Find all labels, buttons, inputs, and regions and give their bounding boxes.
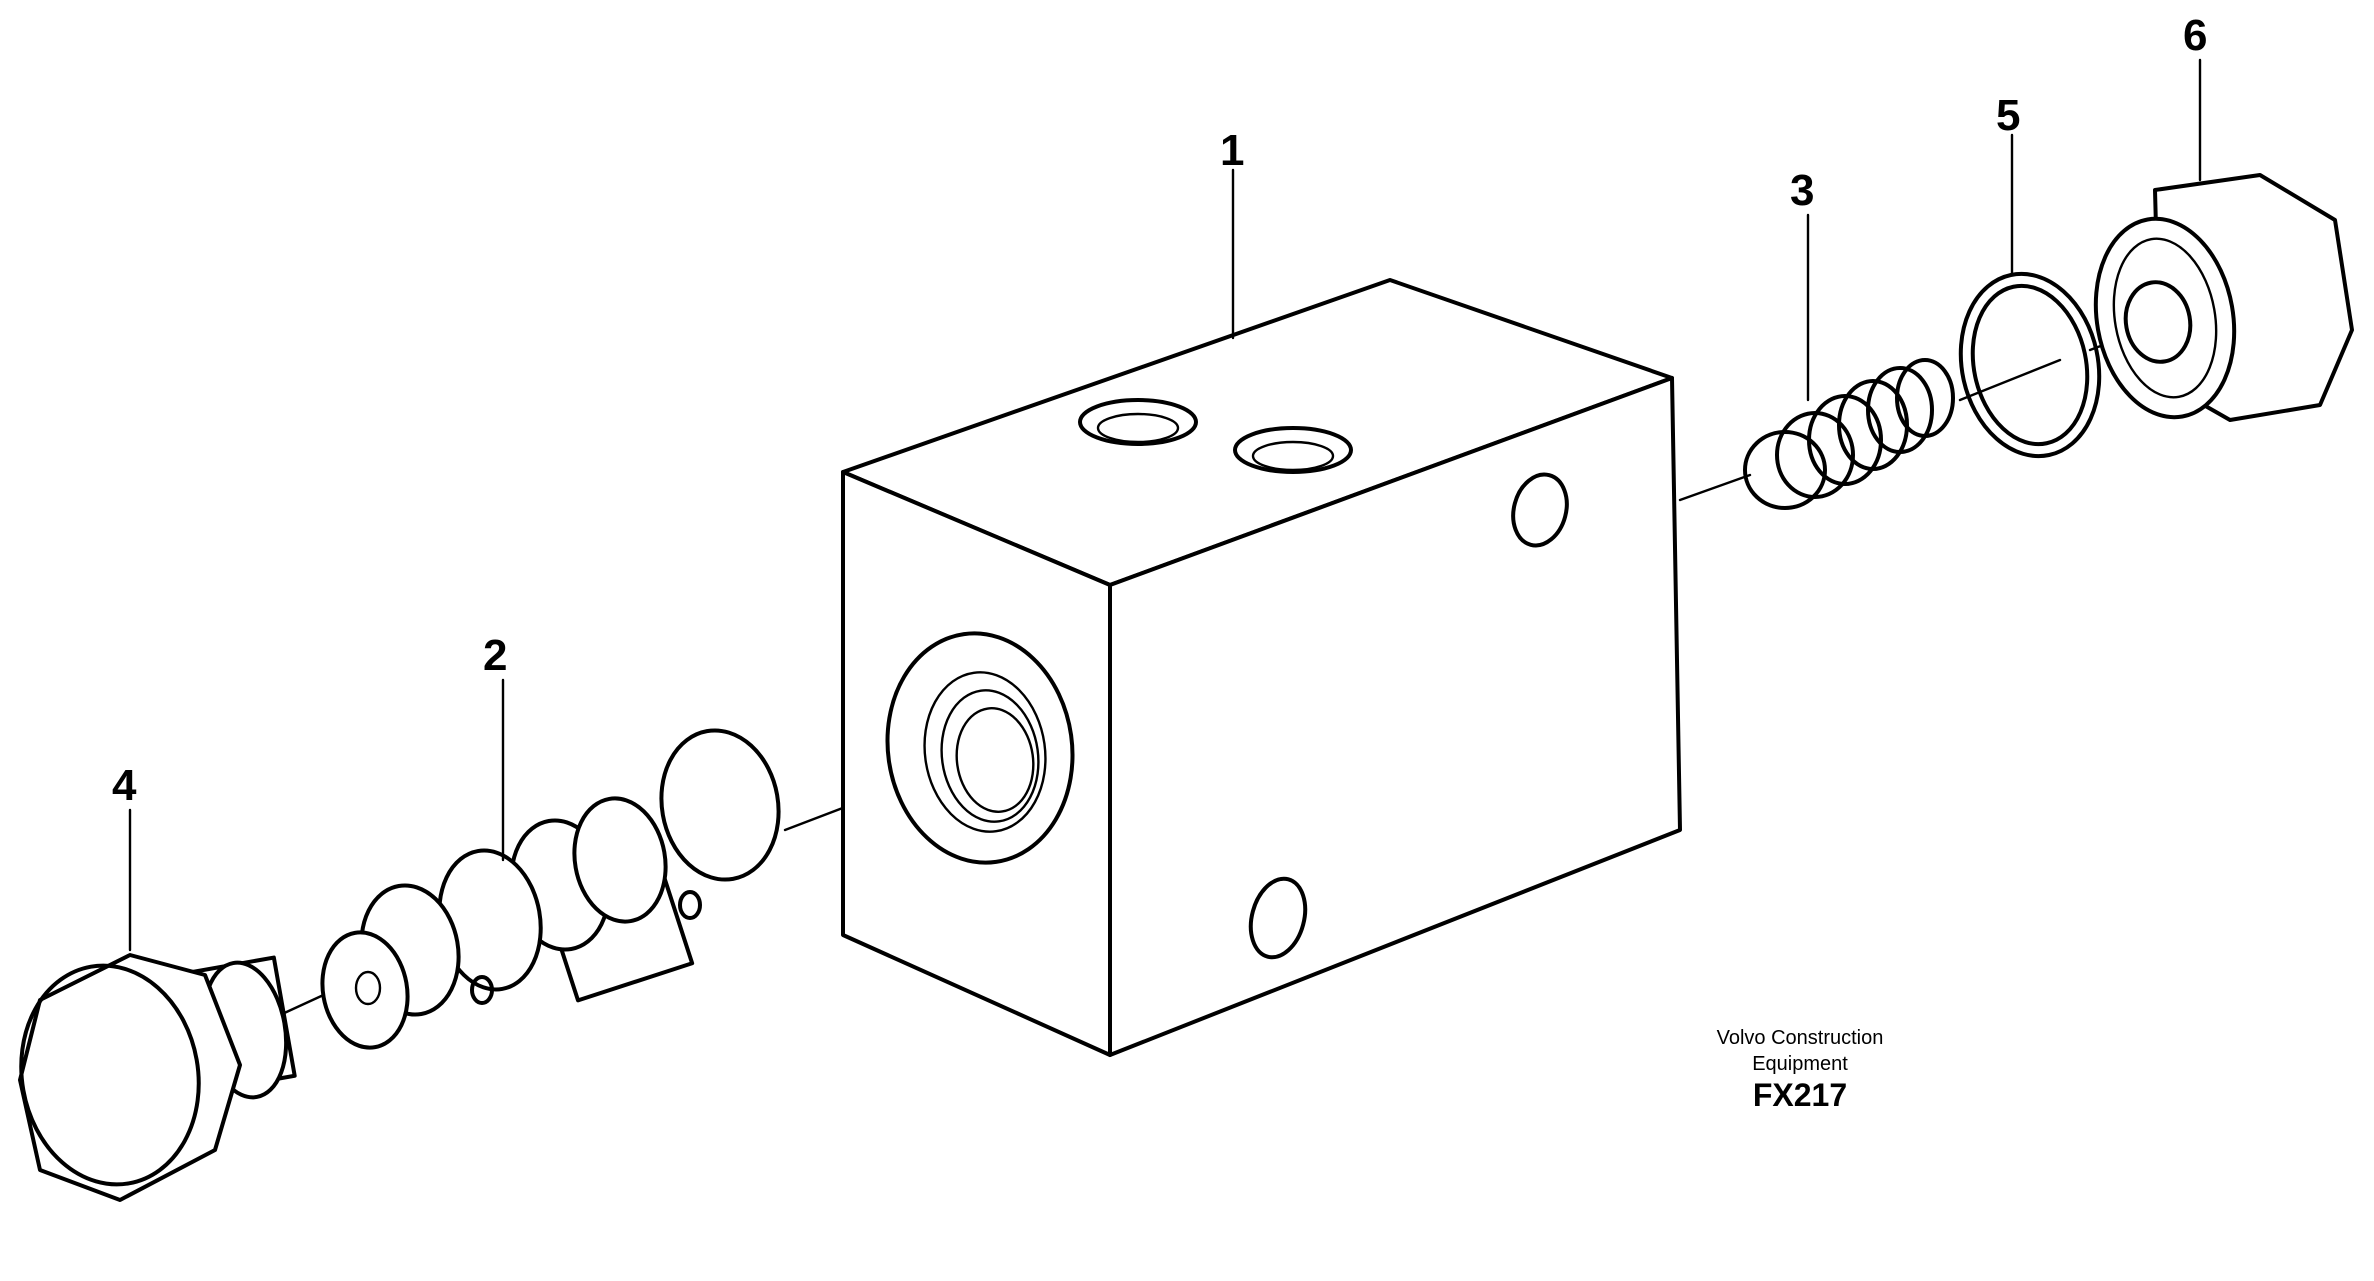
part-6-end-plug: [2093, 173, 2354, 422]
caption-manufacturer-line2: Equipment: [1752, 1053, 1848, 1075]
part-5-seal-ring: [1958, 271, 2102, 459]
caption-manufacturer-line1: Volvo Construction: [1717, 1027, 1884, 1049]
part-4-end-plug: [18, 953, 297, 1202]
part-2-spool: [320, 728, 781, 1050]
callout-labels: 1 2 3 4 5 6: [112, 11, 2207, 810]
part-1-valve-housing: [841, 278, 1682, 1057]
callout-6: 6: [2183, 11, 2207, 60]
callout-5: 5: [1996, 91, 2020, 140]
callout-2: 2: [483, 631, 507, 680]
callout-3: 3: [1790, 166, 1814, 215]
callout-1: 1: [1220, 126, 1244, 175]
diagram-caption: Volvo Construction Equipment FX217: [1717, 1027, 1884, 1113]
part-3-spring: [1743, 358, 1955, 510]
callout-4: 4: [112, 761, 137, 810]
leader-lines: [128, 58, 2202, 952]
caption-figure-code: FX217: [1753, 1077, 1847, 1113]
